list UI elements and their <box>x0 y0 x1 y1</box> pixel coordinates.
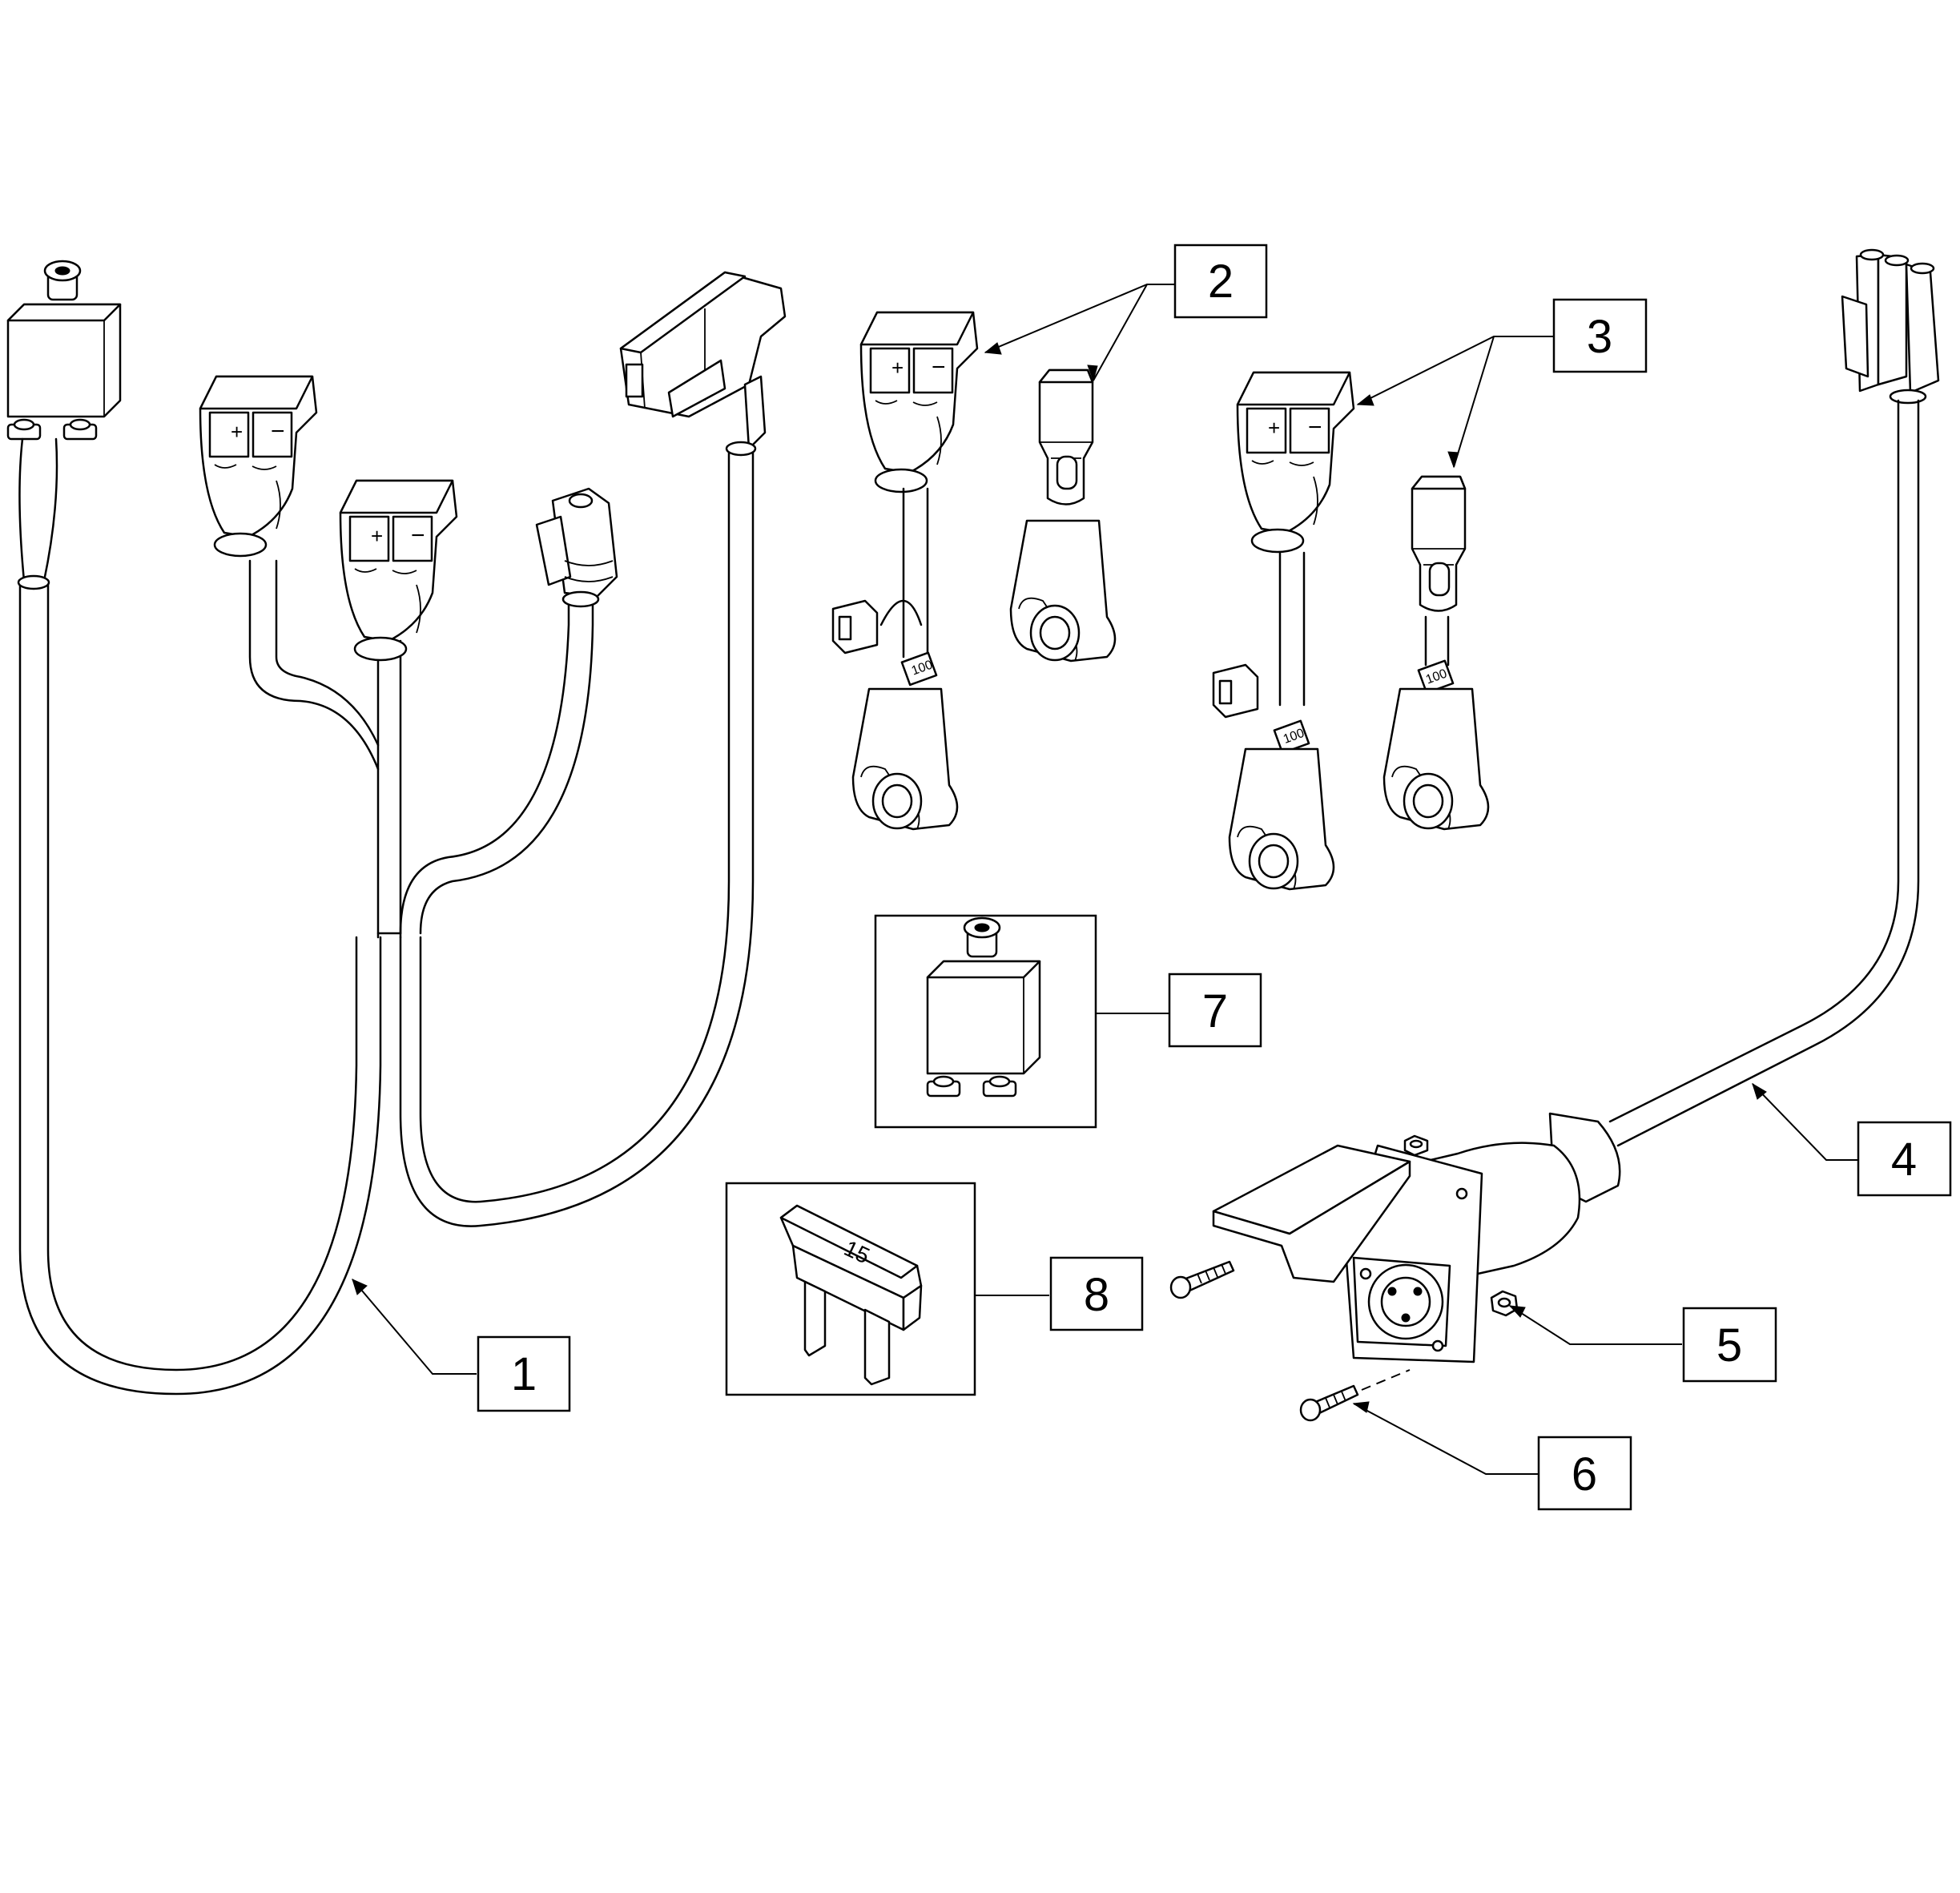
harness-anderson-connector-icon-b <box>339 479 458 662</box>
breaker-detail <box>874 914 1097 1129</box>
tie-label-3b: 100 <box>1417 659 1455 695</box>
svg-text:7: 7 <box>1202 985 1228 1037</box>
svg-text:+: + <box>1268 416 1280 440</box>
harness-sensor-connector-icon <box>535 487 618 608</box>
tie-label-2a: 100 <box>900 651 938 687</box>
xlr-cover-icon <box>1212 1144 1411 1283</box>
svg-text:−: − <box>271 418 285 445</box>
svg-text:−: − <box>411 522 425 549</box>
harness-power-connector-icon <box>619 271 787 457</box>
polarity-marks: + − + − + − + − <box>231 354 1322 549</box>
callout-3: 3 <box>1552 298 1648 373</box>
connector-pair-3: 100 100 <box>1212 371 1490 891</box>
anderson-connector-icon-2a <box>859 311 979 493</box>
boot-icon-3b <box>1382 687 1490 831</box>
svg-text:5: 5 <box>1717 1319 1742 1371</box>
svg-text:+: + <box>231 420 243 444</box>
callout-6: 6 <box>1537 1436 1632 1511</box>
nut-icon-top <box>1403 1134 1429 1157</box>
boot-icon-2b <box>1009 519 1117 663</box>
callout-7: 7 <box>1168 973 1262 1048</box>
blade-fuse-icon: 15 <box>779 1204 923 1386</box>
svg-text:3: 3 <box>1587 311 1612 363</box>
svg-text:−: − <box>1308 414 1322 441</box>
callout-4: 4 <box>1857 1121 1952 1197</box>
svg-text:1: 1 <box>511 1348 537 1400</box>
anderson-connector-icon-3a <box>1236 371 1355 554</box>
callout-8: 8 <box>1049 1256 1144 1331</box>
svg-text:+: + <box>891 356 904 380</box>
small-plug-icon-3b <box>1411 475 1467 612</box>
small-plug-icon-2b <box>1038 369 1094 505</box>
svg-text:2: 2 <box>1208 256 1234 308</box>
connector-pair-2: 100 <box>831 311 1117 831</box>
molex-connector-icon <box>1841 248 1940 405</box>
charger-harness <box>1212 248 1940 1363</box>
boot-icon-3a <box>1228 747 1335 891</box>
boot-icon-2a <box>851 687 959 831</box>
fuse-detail: 15 <box>725 1182 976 1396</box>
tie-label-3a: 100 <box>1273 719 1310 755</box>
callout-5: 5 <box>1682 1307 1777 1383</box>
cable-clip-icon-2a <box>831 599 879 654</box>
svg-text:4: 4 <box>1891 1134 1917 1186</box>
svg-text:+: + <box>371 524 383 548</box>
nut-5 <box>1490 1290 1519 1317</box>
harness-circuit-breaker-icon <box>6 260 122 441</box>
screw-lower <box>1299 1369 1411 1422</box>
leader-lines <box>352 284 1858 1475</box>
callout-1: 1 <box>477 1335 571 1412</box>
cable-clip-icon-3a <box>1212 663 1259 719</box>
screw-upper <box>1169 1260 1235 1299</box>
svg-text:8: 8 <box>1084 1269 1109 1321</box>
svg-text:6: 6 <box>1572 1448 1597 1500</box>
main-harness <box>6 260 787 1396</box>
svg-text:−: − <box>932 354 946 381</box>
callout-2: 2 <box>1173 244 1268 319</box>
harness-anderson-connector-icon-a <box>199 375 318 558</box>
